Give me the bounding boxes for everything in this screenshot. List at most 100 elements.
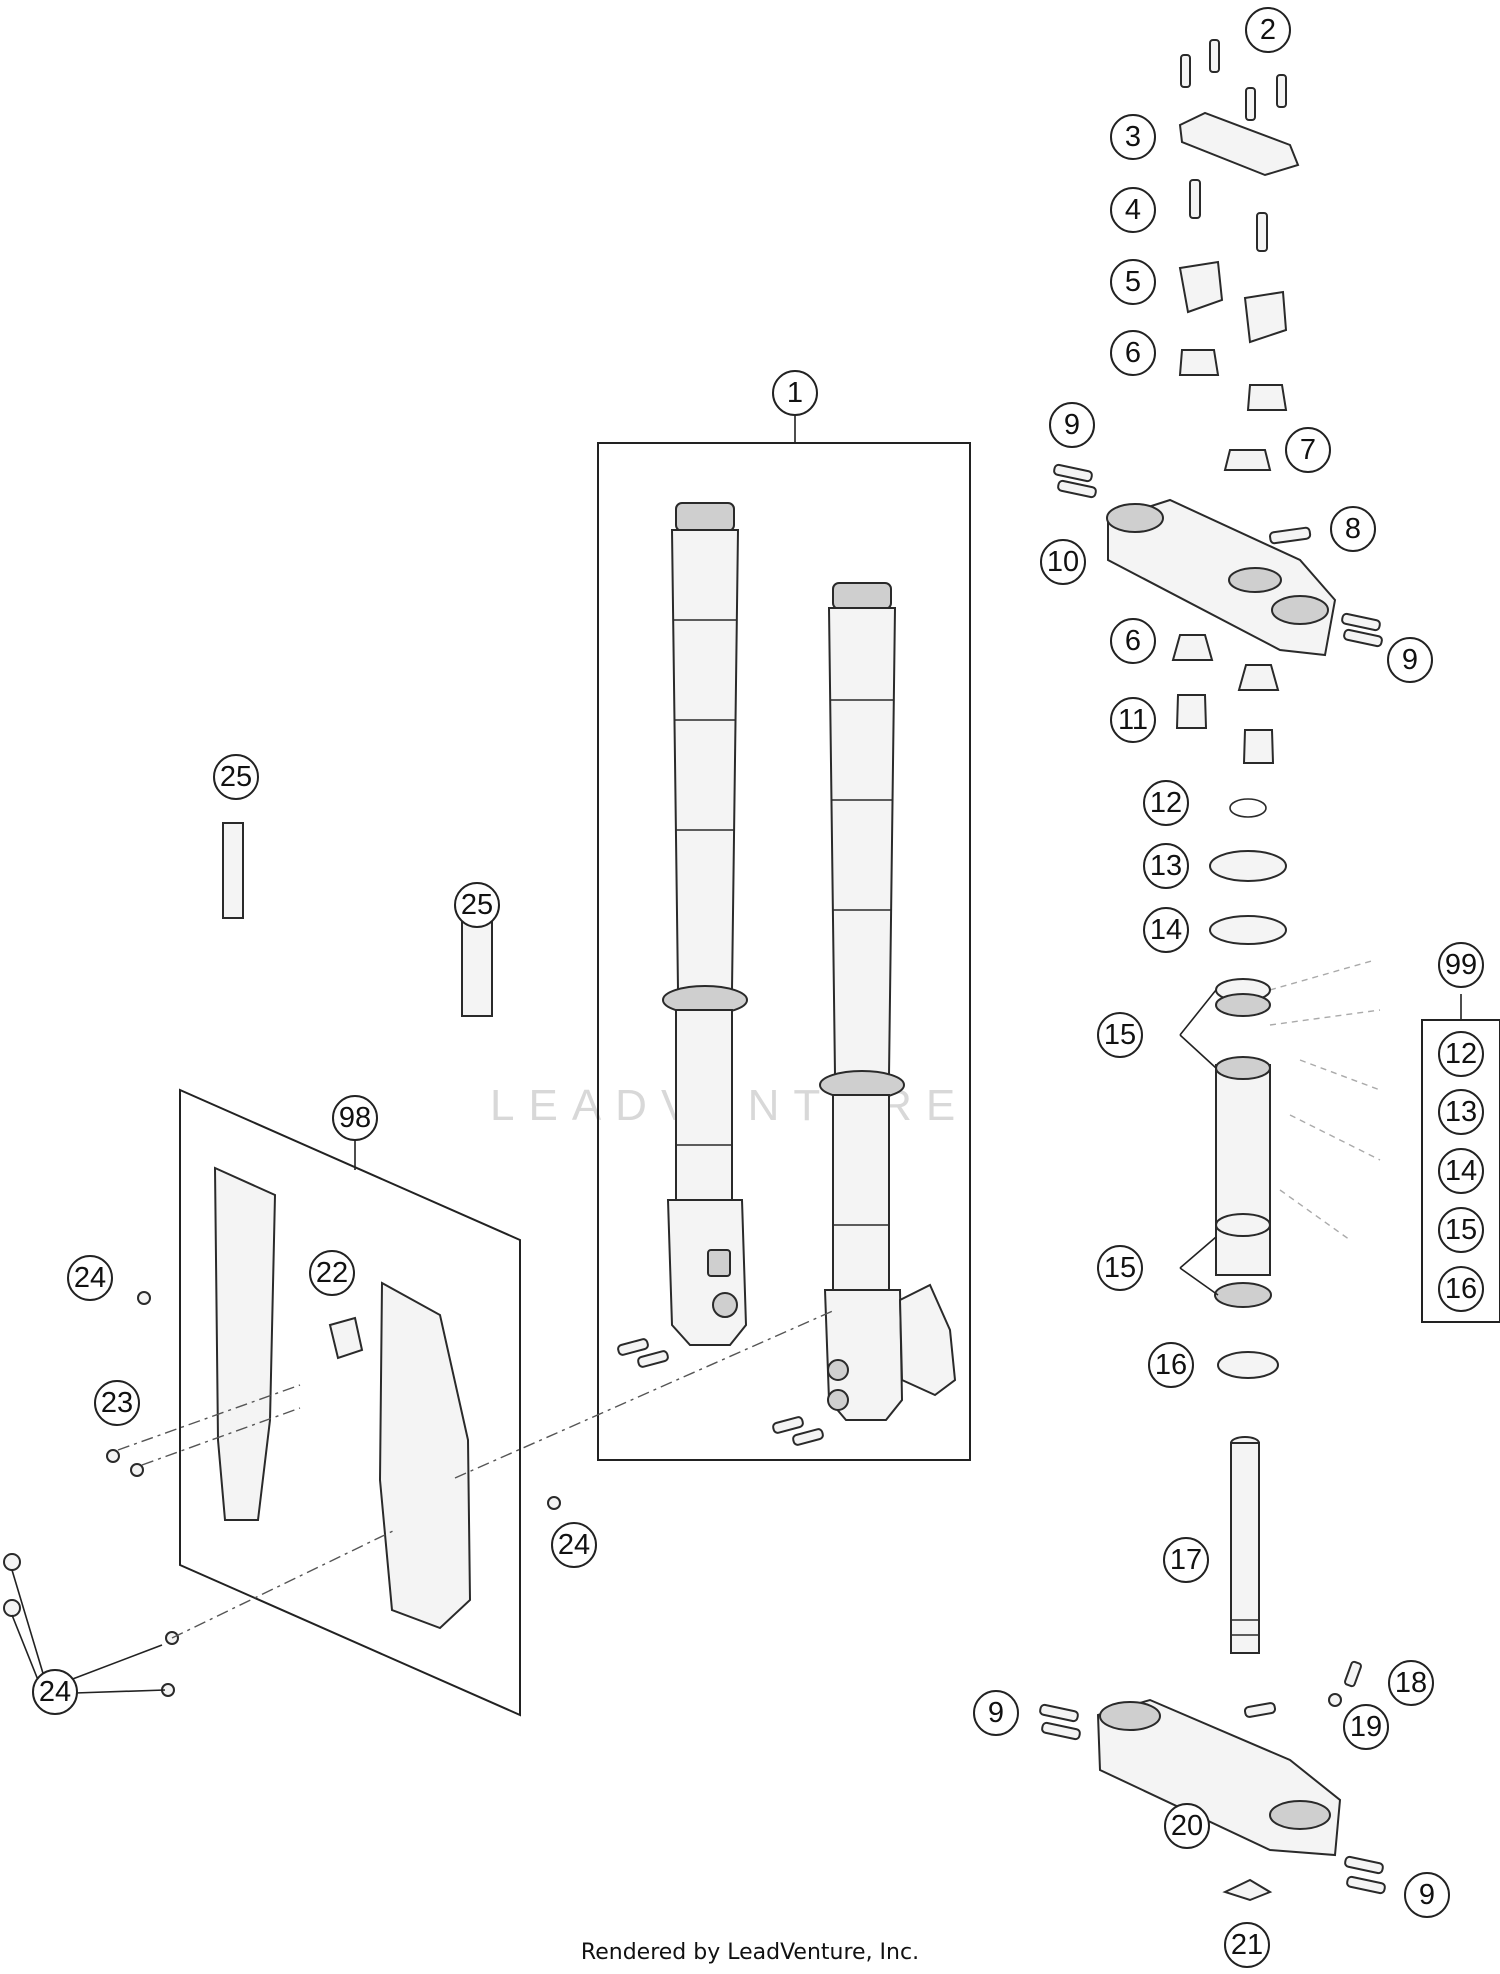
sticker-25-upper xyxy=(222,822,244,919)
callout-9-c: 9 xyxy=(973,1690,1019,1736)
lower-clamp-bolts-9-right xyxy=(1344,1855,1386,1895)
callout-16: 16 xyxy=(1148,1342,1194,1388)
svg-text:1: 1 xyxy=(787,377,803,409)
clamp-22 xyxy=(328,1316,364,1360)
kit-99-item-13: 13 xyxy=(1438,1089,1484,1135)
callout-7: 7 xyxy=(1285,427,1331,473)
callout-23: 23 xyxy=(94,1380,140,1426)
steering-stem-17 xyxy=(1230,1436,1260,1654)
fork-protector-right xyxy=(378,1281,472,1630)
fork-kit-frame xyxy=(597,442,971,1461)
svg-text:12: 12 xyxy=(1150,787,1182,819)
right-fork-leg xyxy=(819,582,957,1421)
svg-text:3: 3 xyxy=(1125,121,1141,153)
svg-text:9: 9 xyxy=(1064,409,1080,441)
svg-text:25: 25 xyxy=(220,761,252,793)
bushings-11 xyxy=(1175,694,1275,764)
kit-99-item-14: 14 xyxy=(1438,1148,1484,1194)
callout-24-a: 24 xyxy=(67,1255,113,1301)
clamp-screws-4 xyxy=(1189,179,1268,252)
svg-text:13: 13 xyxy=(1150,850,1182,882)
sticker-25-lower xyxy=(461,917,493,1017)
callout-24-b: 24 xyxy=(551,1522,597,1568)
screw-8 xyxy=(1269,526,1312,545)
callout-21: 21 xyxy=(1224,1922,1270,1968)
kit-99-item-15: 15 xyxy=(1438,1207,1484,1253)
svg-text:10: 10 xyxy=(1047,546,1079,578)
svg-text:6: 6 xyxy=(1125,625,1141,657)
callout-17: 17 xyxy=(1163,1537,1209,1583)
callout-1: 1 xyxy=(772,370,818,416)
upper-clamp-bolts-9 xyxy=(1053,463,1097,499)
callout-5: 5 xyxy=(1110,259,1156,305)
callout-10: 10 xyxy=(1040,539,1086,585)
fork-bolts xyxy=(617,1338,824,1446)
callout-8: 8 xyxy=(1330,506,1376,552)
svg-text:13: 13 xyxy=(1445,1096,1477,1128)
callout-6-upper: 6 xyxy=(1110,330,1156,376)
screws-24 xyxy=(3,1291,561,1697)
callout-25-upper: 25 xyxy=(213,754,259,800)
callout-2: 2 xyxy=(1245,7,1291,53)
callout-19: 19 xyxy=(1343,1704,1389,1750)
kit-99-item-12: 12 xyxy=(1438,1031,1484,1077)
svg-text:99: 99 xyxy=(1445,949,1477,981)
svg-text:16: 16 xyxy=(1155,1349,1187,1381)
svg-text:9: 9 xyxy=(1402,644,1418,676)
callout-18: 18 xyxy=(1388,1660,1434,1706)
callout-9-a: 9 xyxy=(1049,402,1095,448)
seal-16 xyxy=(1217,1351,1279,1379)
render-credit: Rendered by LeadVenture, Inc. xyxy=(580,1940,920,1965)
kit-99-item-16: 16 xyxy=(1438,1266,1484,1312)
fork-protector-left xyxy=(213,1166,277,1521)
svg-text:18: 18 xyxy=(1395,1667,1427,1699)
clamp-bolts-9-right xyxy=(1341,612,1383,648)
lower-clamp-bolts-9-left xyxy=(1039,1703,1081,1741)
svg-text:16: 16 xyxy=(1445,1273,1477,1305)
steering-head-tube xyxy=(1214,978,1272,1308)
callout-20: 20 xyxy=(1164,1803,1210,1849)
nut-21 xyxy=(1222,1878,1273,1902)
svg-text:9: 9 xyxy=(1419,1879,1435,1911)
callout-9-b: 9 xyxy=(1387,637,1433,683)
svg-text:2: 2 xyxy=(1260,14,1276,46)
rubber-bushings-6-top xyxy=(1178,349,1288,411)
svg-text:19: 19 xyxy=(1350,1711,1382,1743)
svg-text:24: 24 xyxy=(39,1676,71,1708)
callout-11: 11 xyxy=(1110,697,1156,743)
callout-13: 13 xyxy=(1143,843,1189,889)
svg-text:24: 24 xyxy=(74,1262,106,1294)
svg-text:25: 25 xyxy=(461,889,493,921)
callout-3: 3 xyxy=(1110,114,1156,160)
svg-text:21: 21 xyxy=(1231,1929,1263,1961)
washer-19 xyxy=(1328,1693,1342,1707)
screw-18 xyxy=(1344,1660,1362,1688)
frame-head-phantom xyxy=(1269,959,1381,1241)
left-fork-leg xyxy=(662,502,748,1346)
svg-text:9: 9 xyxy=(988,1697,1004,1729)
callout-24-c: 24 xyxy=(32,1669,78,1715)
svg-text:15: 15 xyxy=(1445,1214,1477,1246)
callout-14: 14 xyxy=(1143,907,1189,953)
rubber-bushings-6-lower xyxy=(1171,634,1280,691)
callout-15-a: 15 xyxy=(1097,1012,1143,1058)
svg-text:23: 23 xyxy=(101,1387,133,1419)
svg-text:22: 22 xyxy=(316,1257,348,1289)
callout-9-d: 9 xyxy=(1404,1872,1450,1918)
callout-22: 22 xyxy=(309,1250,355,1296)
svg-text:14: 14 xyxy=(1150,914,1182,946)
svg-text:24: 24 xyxy=(558,1529,590,1561)
svg-text:7: 7 xyxy=(1300,434,1316,466)
steering-nut-7 xyxy=(1223,449,1272,471)
ring-12 xyxy=(1229,798,1267,818)
svg-text:17: 17 xyxy=(1170,1544,1202,1576)
svg-text:20: 20 xyxy=(1171,1810,1203,1842)
handlebar-bolts-2 xyxy=(1180,39,1287,121)
callout-4: 4 xyxy=(1110,187,1156,233)
screws-23 xyxy=(106,1449,144,1477)
svg-text:8: 8 xyxy=(1345,513,1361,545)
screw-bolt-lower xyxy=(1243,1702,1277,1718)
handlebar-clamp-lower-5 xyxy=(1178,260,1288,344)
kit-98-frame xyxy=(179,1088,521,1717)
